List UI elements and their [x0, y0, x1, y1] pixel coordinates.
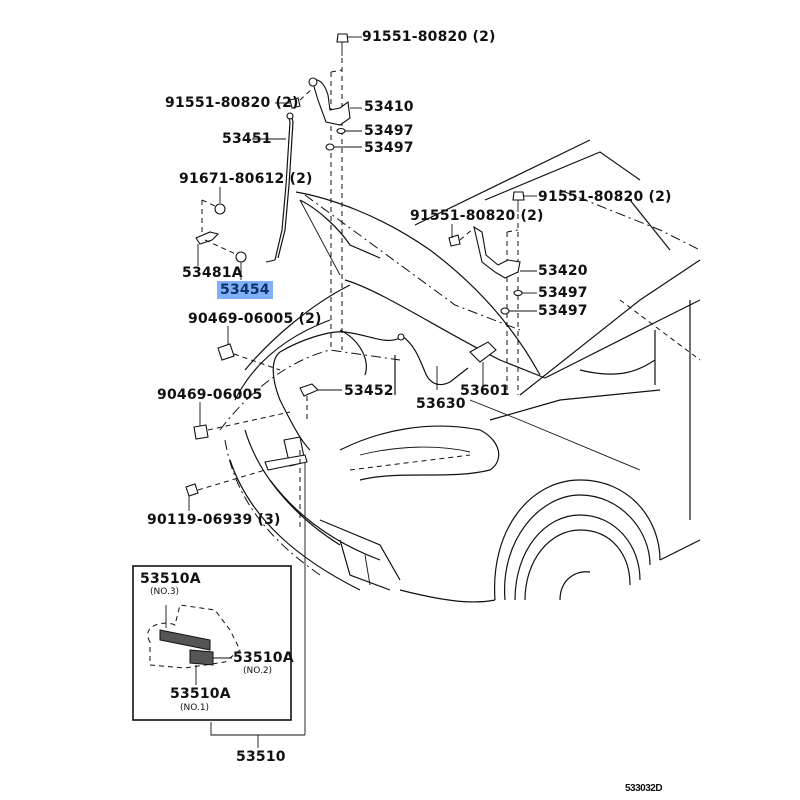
label-inset-no1-sub: (NO.1)	[180, 703, 210, 713]
label-hinge-left[interactable]: 53410	[364, 99, 414, 115]
label-bolt-lock[interactable]: 90119-06939 (3)	[147, 512, 281, 528]
lock-inset	[132, 565, 305, 748]
bracket-group	[195, 199, 247, 263]
label-inset-no2[interactable]: 53510A	[233, 650, 294, 666]
vehicle-outline	[219, 139, 701, 603]
label-bracket[interactable]: 53481A	[182, 265, 243, 281]
right-hinge-group	[448, 191, 525, 395]
diagram-code: 533032D	[625, 783, 663, 794]
label-cable[interactable]: 53630	[416, 396, 466, 412]
label-lever[interactable]: 53452	[344, 383, 394, 399]
label-inset-no1[interactable]: 53510A	[170, 686, 231, 702]
label-hinge-right[interactable]: 53420	[538, 263, 588, 279]
label-bolt-right-hinge[interactable]: 91551-80820 (2)	[410, 208, 544, 224]
cable-group	[272, 331, 497, 451]
label-bolt-clip[interactable]: 91671-80612 (2)	[179, 171, 313, 187]
label-bolt-top[interactable]: 91551-80820 (2)	[362, 29, 496, 45]
label-release[interactable]: 53601	[460, 383, 510, 399]
label-washer-left-1[interactable]: 53497	[364, 123, 414, 139]
label-bolt-left-hinge[interactable]: 91551-80820 (2)	[165, 95, 299, 111]
label-inset-no2-sub: (NO.2)	[243, 666, 273, 676]
label-hood-support[interactable]: 53451	[222, 131, 272, 147]
label-inset-no3[interactable]: 53510A	[140, 571, 201, 587]
label-cushion-highlighted[interactable]: 53454	[217, 281, 273, 299]
label-clip-2[interactable]: 90469-06005	[157, 387, 263, 403]
label-clip-1[interactable]: 90469-06005 (2)	[188, 311, 322, 327]
leader-lines	[188, 36, 537, 511]
label-inset-no3-sub: (NO.3)	[150, 587, 180, 597]
label-washer-right-1[interactable]: 53497	[538, 285, 588, 301]
left-hinge-group	[265, 33, 351, 350]
clips-lock-group	[185, 343, 308, 735]
label-lock-assy[interactable]: 53510	[236, 749, 286, 765]
label-bolt-right-top[interactable]: 91551-80820 (2)	[538, 189, 672, 205]
label-washer-right-2[interactable]: 53497	[538, 303, 588, 319]
label-washer-left-2[interactable]: 53497	[364, 140, 414, 156]
